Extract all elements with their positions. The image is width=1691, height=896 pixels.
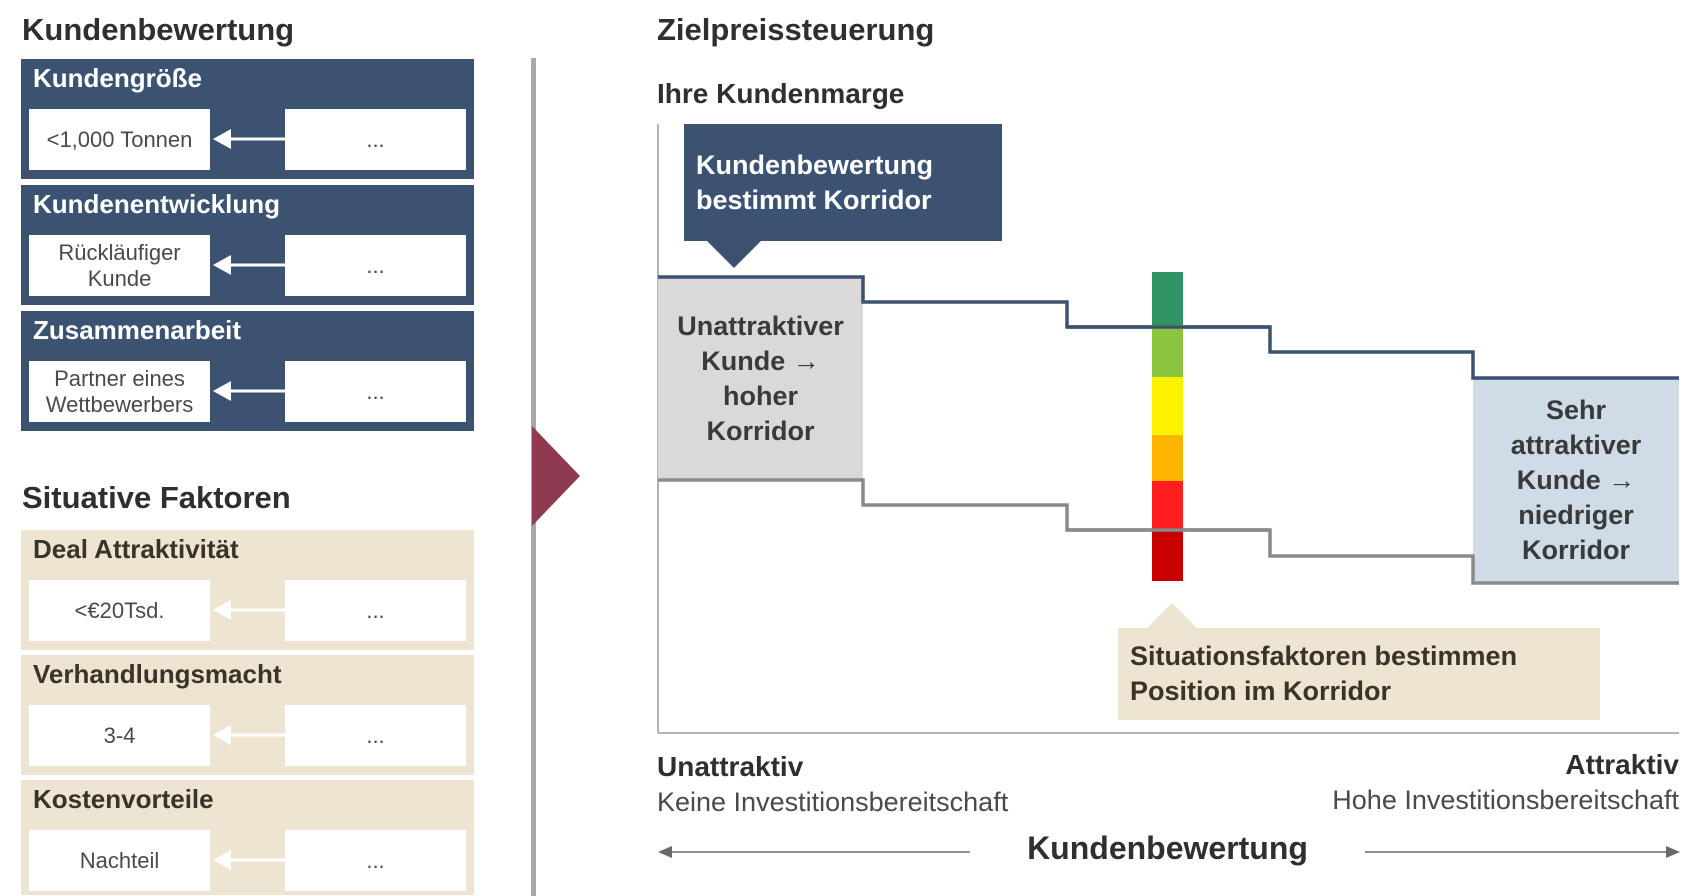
panel-title: Kostenvorteile xyxy=(33,784,214,814)
factor-value-box: <€20Tsd. xyxy=(29,580,210,641)
x-axis-label: Kundenbewertung xyxy=(1027,830,1308,866)
panel-title: Kundengröße xyxy=(33,63,202,93)
criteria-value-box: Rückläufiger Kunde xyxy=(29,235,210,296)
criteria-panel-zusammenarbeit: Zusammenarbeit Partner eines Wettbewerbe… xyxy=(21,311,474,431)
factor-other-box: ... xyxy=(285,705,466,766)
panel-title: Zusammenarbeit xyxy=(33,315,242,345)
left-corridor-box xyxy=(658,277,863,480)
criteria-value-box: Partner eines Wettbewerbers xyxy=(29,361,210,422)
x-left-title: Unattraktiv xyxy=(657,751,804,782)
panel-title: Kundenentwicklung xyxy=(33,189,280,219)
scale-segment-orange xyxy=(1152,435,1183,481)
right-corridor-box xyxy=(1473,378,1679,583)
factor-panel-verhandlungsmacht: Verhandlungsmacht 3-4 ... xyxy=(21,655,474,775)
x-right-subtitle: Hohe Investitionsbereitschaft xyxy=(1332,785,1679,815)
factor-panel-deal-attraktivitaet: Deal Attraktivität <€20Tsd. ... xyxy=(21,530,474,650)
scale-segment-light-green xyxy=(1152,325,1183,377)
situative-faktoren-heading: Situative Faktoren xyxy=(22,480,291,515)
callout-top-box xyxy=(684,124,1002,241)
factor-other-box: ... xyxy=(285,830,466,891)
x-left-subtitle: Keine Investitionsbereitschaft xyxy=(657,787,1009,817)
callout-top-pointer xyxy=(706,240,762,268)
criteria-other-box: ... xyxy=(285,235,466,296)
arrow-right-icon xyxy=(1666,846,1680,858)
scale-segment-dark-red xyxy=(1152,528,1183,581)
callout-top-text: Kundenbewertung bestimmt Korridor xyxy=(696,149,933,215)
callout-bottom-box xyxy=(1118,628,1600,720)
callout-bottom-pointer xyxy=(1146,603,1198,629)
criteria-other-box: ... xyxy=(285,361,466,422)
criteria-panel-kundenentwicklung: Kundenentwicklung Rückläufiger Kunde ... xyxy=(21,185,474,305)
criteria-panel-kundengroesse: Kundengröße <1,000 Tonnen ... xyxy=(21,59,474,179)
zielpreissteuerung-heading: Zielpreissteuerung xyxy=(657,12,935,47)
chevron-right-icon xyxy=(532,426,580,526)
factor-panel-kostenvorteile: Kostenvorteile Nachteil ... xyxy=(21,780,474,895)
y-axis-label: Ihre Kundenmarge xyxy=(657,78,905,109)
factor-value-box: 3-4 xyxy=(29,705,210,766)
scale-segment-dark-green xyxy=(1152,272,1183,325)
scale-segment-yellow xyxy=(1152,377,1183,435)
x-right-title: Attraktiv xyxy=(1565,749,1679,780)
panel-title: Verhandlungsmacht xyxy=(33,659,282,689)
kundenbewertung-heading: Kundenbewertung xyxy=(22,12,295,47)
left-box-text: Unattraktiver Kunde → hoher Korridor xyxy=(677,310,844,446)
factor-other-box: ... xyxy=(285,580,466,641)
factor-value-box: Nachteil xyxy=(29,830,210,891)
panel-title: Deal Attraktivität xyxy=(33,534,239,564)
right-box-text: Sehr attraktiver Kunde → niedriger Korri… xyxy=(1510,395,1642,565)
arrow-left-icon xyxy=(658,846,672,858)
criteria-other-box: ... xyxy=(285,109,466,170)
callout-bottom-text: Situationsfaktoren bestimmen Position im… xyxy=(1130,641,1518,706)
criteria-value-box: <1,000 Tonnen xyxy=(29,109,210,170)
scale-segment-red xyxy=(1152,481,1183,528)
